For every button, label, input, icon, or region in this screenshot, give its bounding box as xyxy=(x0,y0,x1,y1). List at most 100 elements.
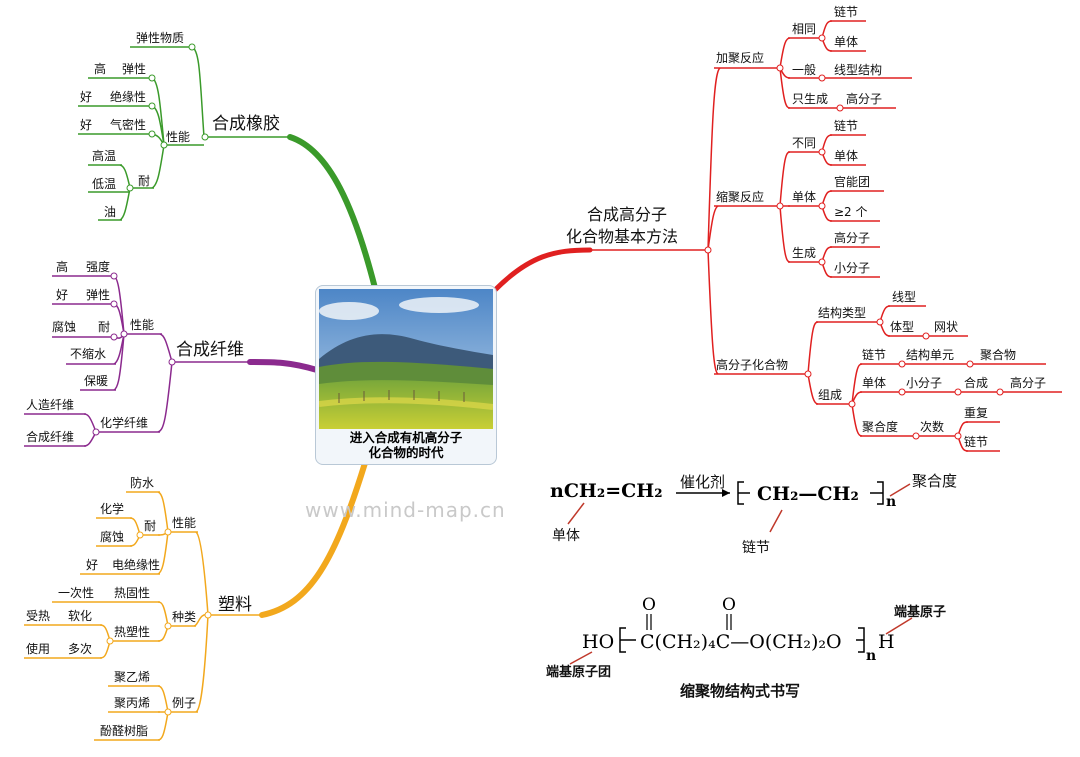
plastic-one-time: 一次性 xyxy=(58,586,94,600)
rubber-branch xyxy=(78,46,292,221)
plastic-electric-insulation: 电绝缘性 xyxy=(112,557,160,572)
eq2-ho: HO xyxy=(582,631,614,653)
rubber-low-temp: 低温 xyxy=(92,177,116,191)
plastic-title: 塑料 xyxy=(218,595,252,615)
fiber-no-shrink: 不缩水 xyxy=(70,346,106,361)
method-title-line1: 合成高分子 xyxy=(587,205,667,224)
plastic-main-branch xyxy=(259,460,368,618)
rubber-performance: 性能 xyxy=(166,130,190,144)
method-polymer-compound: 聚合物 xyxy=(980,347,1016,362)
center-title-line2: 化合物的时代 xyxy=(368,445,444,460)
rubber-title: 合成橡胶 xyxy=(212,114,280,134)
method-condensation: 缩聚反应 xyxy=(716,189,764,204)
method-generally: 一般 xyxy=(792,62,816,77)
method-addition: 加聚反应 xyxy=(716,50,764,65)
fiber-corrosion: 腐蚀 xyxy=(52,319,76,334)
method-struct-type: 结构类型 xyxy=(818,305,866,320)
plastic-chemical: 化学 xyxy=(100,501,124,516)
eq2-o2: O xyxy=(722,595,736,615)
eq2-caption: 缩聚物结构式书写 xyxy=(680,682,800,700)
method-main-branch xyxy=(492,247,593,293)
eq1-left: nCH₂=CH₂ xyxy=(550,480,663,502)
method-title-line2: 化合物基本方法 xyxy=(566,227,678,246)
fiber-artificial-fiber: 人造纤维 xyxy=(26,398,74,412)
plastic-thermoplastic: 热塑性 xyxy=(114,624,150,639)
method-monomer4: 单体 xyxy=(862,376,886,390)
eq2-h: H xyxy=(878,631,895,653)
plastic-examples: 例子 xyxy=(172,696,196,710)
method-dp: 聚合度 xyxy=(862,419,898,434)
plastic-branch xyxy=(24,491,262,741)
fiber-branch xyxy=(24,275,252,447)
rubber-oil: 油 xyxy=(104,205,116,219)
fiber-hao: 好 xyxy=(56,288,68,302)
plastic-thermoset: 热固性 xyxy=(114,586,150,600)
method-ge2: ≥2 个 xyxy=(834,205,868,219)
rubber-hao2: 好 xyxy=(80,118,92,132)
fiber-resist: 耐 xyxy=(98,320,110,334)
fiber-strength: 强度 xyxy=(86,259,110,274)
method-network: 网状 xyxy=(934,320,958,334)
rubber-high-temp: 高温 xyxy=(92,148,116,163)
method-monomer2: 单体 xyxy=(834,149,858,163)
plastic-phenolic: 酚醛树脂 xyxy=(100,723,148,738)
method-composition: 组成 xyxy=(818,388,842,402)
method-synthesize: 合成 xyxy=(964,375,988,390)
fiber-synthetic-fiber: 合成纤维 xyxy=(26,429,74,444)
eq2-end-group-label: 端基原子团 xyxy=(546,664,611,680)
eq1-n: n xyxy=(886,494,896,510)
plastic-pe: 聚乙烯 xyxy=(114,670,150,684)
method-times: 次数 xyxy=(920,419,944,434)
center-title-line1: 进入合成有机高分子 xyxy=(349,430,463,445)
method-compound: 高分子化合物 xyxy=(716,357,788,372)
method-polymer: 高分子 xyxy=(846,91,882,106)
center-node[interactable]: 进入合成有机高分子 化合物的时代 xyxy=(315,285,497,465)
rubber-elasticity: 弹性 xyxy=(122,62,146,76)
eq2-n: n xyxy=(866,648,876,664)
method-chain-link3: 链节 xyxy=(862,347,886,362)
plastic-performance: 性能 xyxy=(172,516,196,530)
rubber-elastic-material: 弹性物质 xyxy=(136,31,184,45)
rubber-resist: 耐 xyxy=(138,174,150,188)
method-linear-type: 线型 xyxy=(892,290,916,304)
rubber-gao: 高 xyxy=(94,61,106,76)
plastic-many-times: 多次 xyxy=(68,642,92,656)
landscape-image xyxy=(319,289,493,429)
plastic-use: 使用 xyxy=(26,641,50,656)
plastic-resist: 耐 xyxy=(144,519,156,533)
equation-condensation: O O HO C(CH₂)₄C—O(CH₂)₂O n H 端基原子团 端基原子 … xyxy=(546,595,946,700)
method-only-gen: 只生成 xyxy=(792,92,828,106)
method-polymer2: 高分子 xyxy=(834,230,870,245)
eq2-end-atom-label: 端基原子 xyxy=(894,604,946,620)
fiber-warm: 保暖 xyxy=(84,374,108,388)
eq1-monomer-label: 单体 xyxy=(552,528,580,544)
method-chain-link4: 链节 xyxy=(964,434,988,449)
eq1-catalyst: 催化剂 xyxy=(680,473,725,491)
rubber-airtight: 气密性 xyxy=(110,117,146,132)
method-monomer: 单体 xyxy=(834,35,858,49)
watermark: www.mind-map.cn xyxy=(305,498,506,522)
method-polymer3: 高分子 xyxy=(1010,375,1046,390)
rubber-main-branch xyxy=(287,134,378,291)
plastic-soften: 软化 xyxy=(68,609,92,623)
fiber-performance: 性能 xyxy=(130,318,154,332)
method-functional: 官能团 xyxy=(834,174,870,189)
method-body-type: 体型 xyxy=(890,320,914,334)
method-struct-unit: 结构单元 xyxy=(906,347,954,362)
plastic-hao: 好 xyxy=(86,558,98,572)
method-produce: 生成 xyxy=(792,246,816,260)
fiber-title: 合成纤维 xyxy=(176,340,244,360)
plastic-waterproof: 防水 xyxy=(130,475,154,490)
method-monomer3: 单体 xyxy=(792,190,816,204)
center-title: 进入合成有机高分子 化合物的时代 xyxy=(318,430,494,460)
eq2-o1: O xyxy=(642,595,656,615)
eq1-link-label: 链节 xyxy=(742,540,770,556)
fiber-elasticity: 弹性 xyxy=(86,288,110,302)
method-different: 不同 xyxy=(792,136,816,150)
eq1-dp-label: 聚合度 xyxy=(912,472,957,490)
method-same: 相同 xyxy=(792,22,816,36)
method-linear: 线型结构 xyxy=(834,62,882,77)
plastic-heated: 受热 xyxy=(26,609,50,623)
plastic-pp: 聚丙烯 xyxy=(114,696,150,710)
